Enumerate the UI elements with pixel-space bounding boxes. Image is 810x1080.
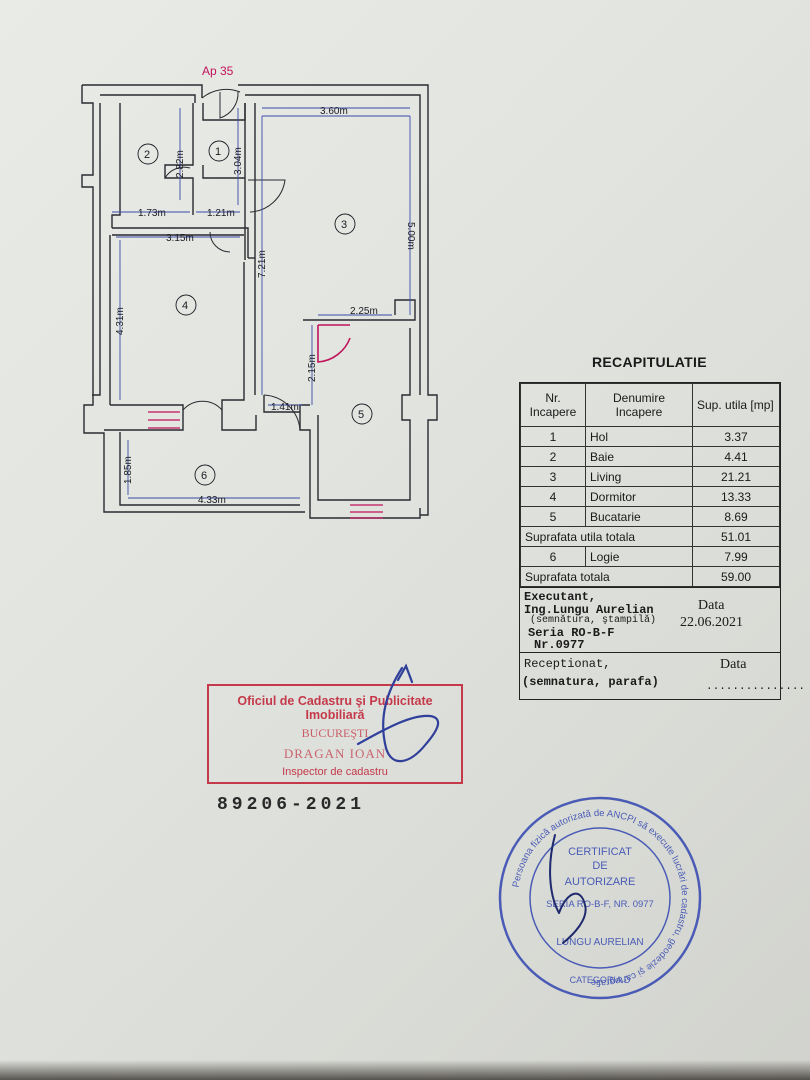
executant-series: Seria RO-B-F — [528, 626, 615, 640]
logie-row: 6 Logie 7.99 — [520, 546, 780, 567]
executant-number: Nr.0977 — [534, 638, 585, 652]
row-nr: 1 — [520, 426, 586, 447]
row-nr: 5 — [520, 506, 586, 527]
row-name: Logie — [585, 546, 693, 567]
signature-blue — [356, 663, 440, 763]
row-area: 3.37 — [692, 426, 780, 447]
room-number-1: 1 — [215, 146, 221, 158]
authorization-seal: Persoana fizică autorizată de ANCPI să e… — [498, 796, 702, 1000]
header-nr: Nr. Incapere — [520, 383, 586, 427]
executant-block: Executant, Ing.Lungu Aurelian (semnătura… — [520, 587, 780, 652]
dim-label: 2.82m — [175, 150, 186, 178]
seal-line-5: LUNGU AURELIAN — [556, 937, 643, 948]
bottom-shadow — [0, 1060, 810, 1080]
room-number-6: 6 — [201, 470, 207, 482]
stamp-office: Oficiul de Cadastru şi Publicitate Imobi… — [237, 694, 433, 722]
dim-label: 1.73m — [138, 208, 166, 219]
usable-total-label: Suprafata utila totala — [520, 526, 693, 547]
row-nr: 4 — [520, 486, 586, 507]
row-area: 8.69 — [692, 506, 780, 527]
row-nr: 6 — [520, 546, 586, 567]
total-row: Suprafata totala 59.00 — [520, 566, 780, 587]
dim-label: 7.21m — [257, 250, 268, 278]
dimension-lines — [112, 107, 411, 499]
row-nr: 2 — [520, 446, 586, 467]
seal-line-2: DE — [592, 860, 607, 872]
table-row: 5 Bucatarie 8.69 — [520, 506, 780, 527]
table-row: 3 Living 21.21 — [520, 466, 780, 487]
usable-total-value: 51.01 — [692, 526, 780, 547]
usable-total-row: Suprafata utila totala 51.01 — [520, 526, 780, 547]
windows — [148, 411, 383, 519]
dim-label: 1.85m — [123, 456, 134, 484]
row-name: Hol — [585, 426, 693, 447]
row-name: Bucatarie — [585, 506, 693, 527]
received-sign-note: (semnatura, parafa) — [522, 675, 659, 689]
executant-name: Ing.Lungu Aurelian — [524, 603, 654, 617]
stamp-city: BUCUREŞTI — [301, 726, 369, 740]
apartment-label: Ap 35 — [202, 64, 234, 78]
seal-category: CATEGORIA D — [570, 975, 631, 985]
row-name: Baie — [585, 446, 693, 467]
row-area: 21.21 — [692, 466, 780, 487]
plan-walls — [81, 84, 438, 519]
room-markers — [137, 140, 373, 486]
recap-table: Nr. Incapere Denumire Incapere Sup. util… — [519, 382, 805, 700]
dim-label: 4.33m — [198, 495, 226, 506]
dim-label: 3.15m — [166, 233, 194, 244]
dim-label: 2.15m — [307, 354, 318, 382]
received-date-label: Data — [720, 657, 747, 672]
row-area: 4.41 — [692, 446, 780, 467]
row-area: 13.33 — [692, 486, 780, 507]
registration-number: 89206-2021 — [217, 795, 366, 815]
seal-line-4: SERIA RO-B-F, NR. 0977 — [546, 899, 654, 910]
received-date-dots: ............... — [706, 681, 806, 693]
header-name: Denumire Incapere — [585, 383, 693, 427]
row-area: 7.99 — [692, 546, 780, 567]
table-header-row: Nr. Incapere Denumire Incapere Sup. util… — [520, 383, 780, 427]
dim-label: 2.25m — [350, 306, 378, 317]
row-name: Dormitor — [585, 486, 693, 507]
dim-label: 5.00m — [405, 222, 416, 250]
dim-label: 3.04m — [233, 147, 244, 175]
room-number-5: 5 — [358, 409, 364, 421]
room-number-4: 4 — [182, 300, 188, 312]
table-row: 4 Dormitor 13.33 — [520, 486, 780, 507]
total-value: 59.00 — [692, 566, 780, 587]
seal-line-3: AUTORIZARE — [565, 876, 636, 888]
dim-label: 3.60m — [320, 106, 348, 117]
stamp-inspector-title: Inspector de cadastru — [282, 766, 388, 778]
received-label: Receptionat, — [524, 657, 611, 671]
received-block: Receptionat, (semnatura, parafa) Data ..… — [520, 652, 805, 699]
executant-date: 22.06.2021 — [680, 615, 743, 630]
dim-label: 1.21m — [207, 208, 235, 219]
executant-label: Executant, — [524, 590, 597, 604]
header-area: Sup. utila [mp] — [692, 383, 780, 427]
dim-label: 4.31m — [115, 307, 126, 335]
ocpi-stamp: Oficiul de Cadastru şi Publicitate Imobi… — [207, 684, 463, 784]
stamp-inspector-name: DRAGAN IOAN — [283, 746, 387, 761]
kitchen-door-red — [317, 324, 351, 363]
room-number-2: 2 — [144, 149, 150, 161]
table-row: 1 Hol 3.37 — [520, 426, 780, 447]
dim-label: 1.41m — [271, 402, 299, 413]
seal-outer-text: Persoana fizică autorizată de ANCPI să e… — [511, 808, 690, 988]
recap-title: RECAPITULATIE — [592, 354, 707, 370]
executant-sign-note: (semnătura, ştampilă) — [530, 615, 657, 626]
executant-date-label: Data — [698, 598, 725, 613]
seal-line-1: CERTIFICAT — [568, 846, 632, 858]
door-arcs — [164, 88, 301, 431]
row-nr: 3 — [520, 466, 586, 487]
table-row: 2 Baie 4.41 — [520, 446, 780, 467]
total-label: Suprafata totala — [520, 566, 693, 587]
room-number-3: 3 — [341, 219, 347, 231]
row-name: Living — [585, 466, 693, 487]
